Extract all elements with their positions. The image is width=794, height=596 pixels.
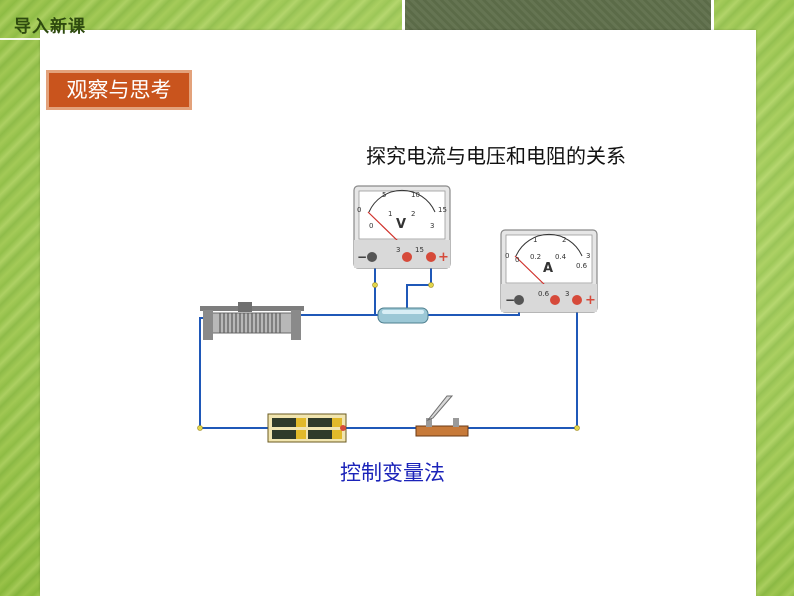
wire-switch-right [468,310,578,429]
ammeter-terminal-label: − [505,293,515,307]
ammeter-symbol: A [543,261,553,276]
ammeter-top-tick: 2 [562,236,566,244]
section-tag-label: 观察与思考 [66,78,172,102]
method-label: 控制变量法 [340,461,445,485]
voltmeter-top-tick: 0 [357,206,361,214]
ammeter-top-tick: 0 [505,252,509,260]
wire-left-loop [199,317,270,429]
rheostat-icon [200,302,304,340]
voltmeter-bottom-tick: 3 [430,222,434,230]
ammeter-icon [500,229,598,313]
voltmeter-bottom-tick: 1 [388,210,392,218]
voltmeter-terminal-label: 15 [415,246,424,254]
section-tag: 观察与思考 [46,70,192,110]
voltmeter-top-tick: 15 [438,206,447,214]
wire-node [372,282,378,288]
ammeter-bottom-tick: 0.6 [576,262,588,270]
header-title: 导入新课 [14,17,86,37]
voltmeter-terminal-15 [426,252,436,262]
resistor-icon [377,307,429,324]
voltmeter-icon [353,185,451,269]
switch-icon [415,395,469,437]
voltmeter-terminal-label: − [357,250,367,264]
ammeter-terminal-label: 0.6 [538,290,550,298]
voltmeter-top-tick: 5 [382,191,386,199]
ammeter-top-tick: 3 [586,252,590,260]
ammeter-terminal-neg [514,295,524,305]
ammeter-bottom-tick: 0.4 [555,253,567,261]
wire-node [428,282,434,288]
wire-voltmeter-right [406,264,432,315]
ammeter-bottom-tick: 0 [515,256,519,264]
diagram-title: 探究电流与电压和电阻的关系 [366,144,626,168]
ammeter-terminal-06 [550,295,560,305]
voltmeter-top-tick: 10 [411,191,420,199]
voltmeter-bottom-tick: 2 [411,210,415,218]
voltmeter-terminal-neg [367,252,377,262]
battery-icon [267,413,347,443]
voltmeter-symbol: V [396,217,406,232]
voltmeter-terminal-3 [402,252,412,262]
voltmeter-terminal-label: + [438,250,449,265]
ammeter-top-tick: 1 [533,236,537,244]
ammeter-terminal-label: 3 [565,290,569,298]
header-underline [0,38,400,40]
wire-node [574,425,580,431]
ammeter-bottom-tick: 0.2 [530,253,541,261]
voltmeter-bottom-tick: 0 [369,222,373,230]
voltmeter-terminal-label: 3 [396,246,400,254]
wire-node [197,425,203,431]
ammeter-terminal-3 [572,295,582,305]
ammeter-terminal-label: + [585,293,596,308]
